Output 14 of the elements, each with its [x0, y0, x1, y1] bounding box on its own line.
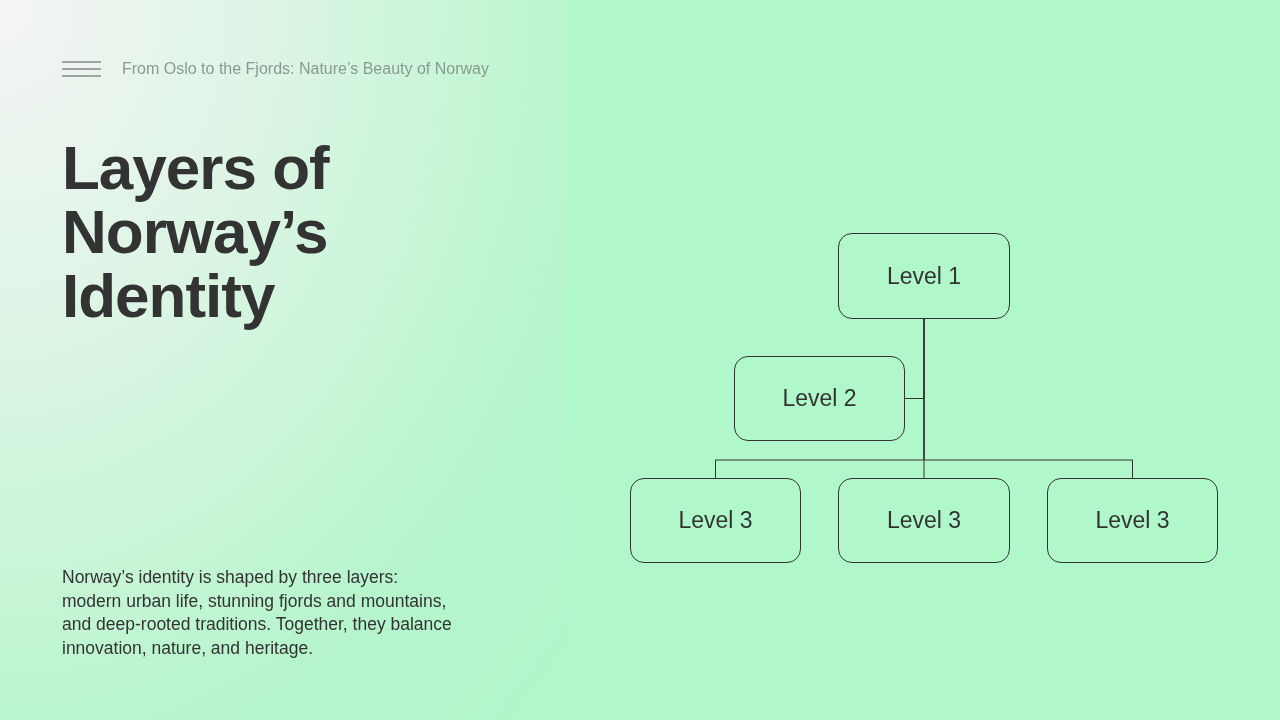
slide-title: Layers of Norway’s Identity — [62, 136, 331, 328]
level-label: Level 2 — [782, 385, 857, 412]
level-box — [734, 356, 905, 441]
level-label: Level 3 — [1095, 507, 1170, 534]
body-paragraph: Norway’s identity is shaped by three layers: modern urban life, stunning fjords and mountains, and deep-rooted traditions. Together, they balance innovation, nature, and heritage. — [62, 566, 453, 660]
level-box — [1047, 478, 1218, 563]
level-box — [838, 233, 1010, 319]
level-label: Level 3 — [678, 507, 753, 534]
level-label: Level 3 — [886, 507, 962, 534]
header-text: From Oslo to the Fjords: Nature’s Beauty of Norway — [122, 60, 489, 78]
level-label: Level 1 — [886, 262, 962, 290]
level-box — [838, 478, 1010, 563]
level-box — [630, 478, 801, 563]
connector-line — [923, 318, 1133, 479]
